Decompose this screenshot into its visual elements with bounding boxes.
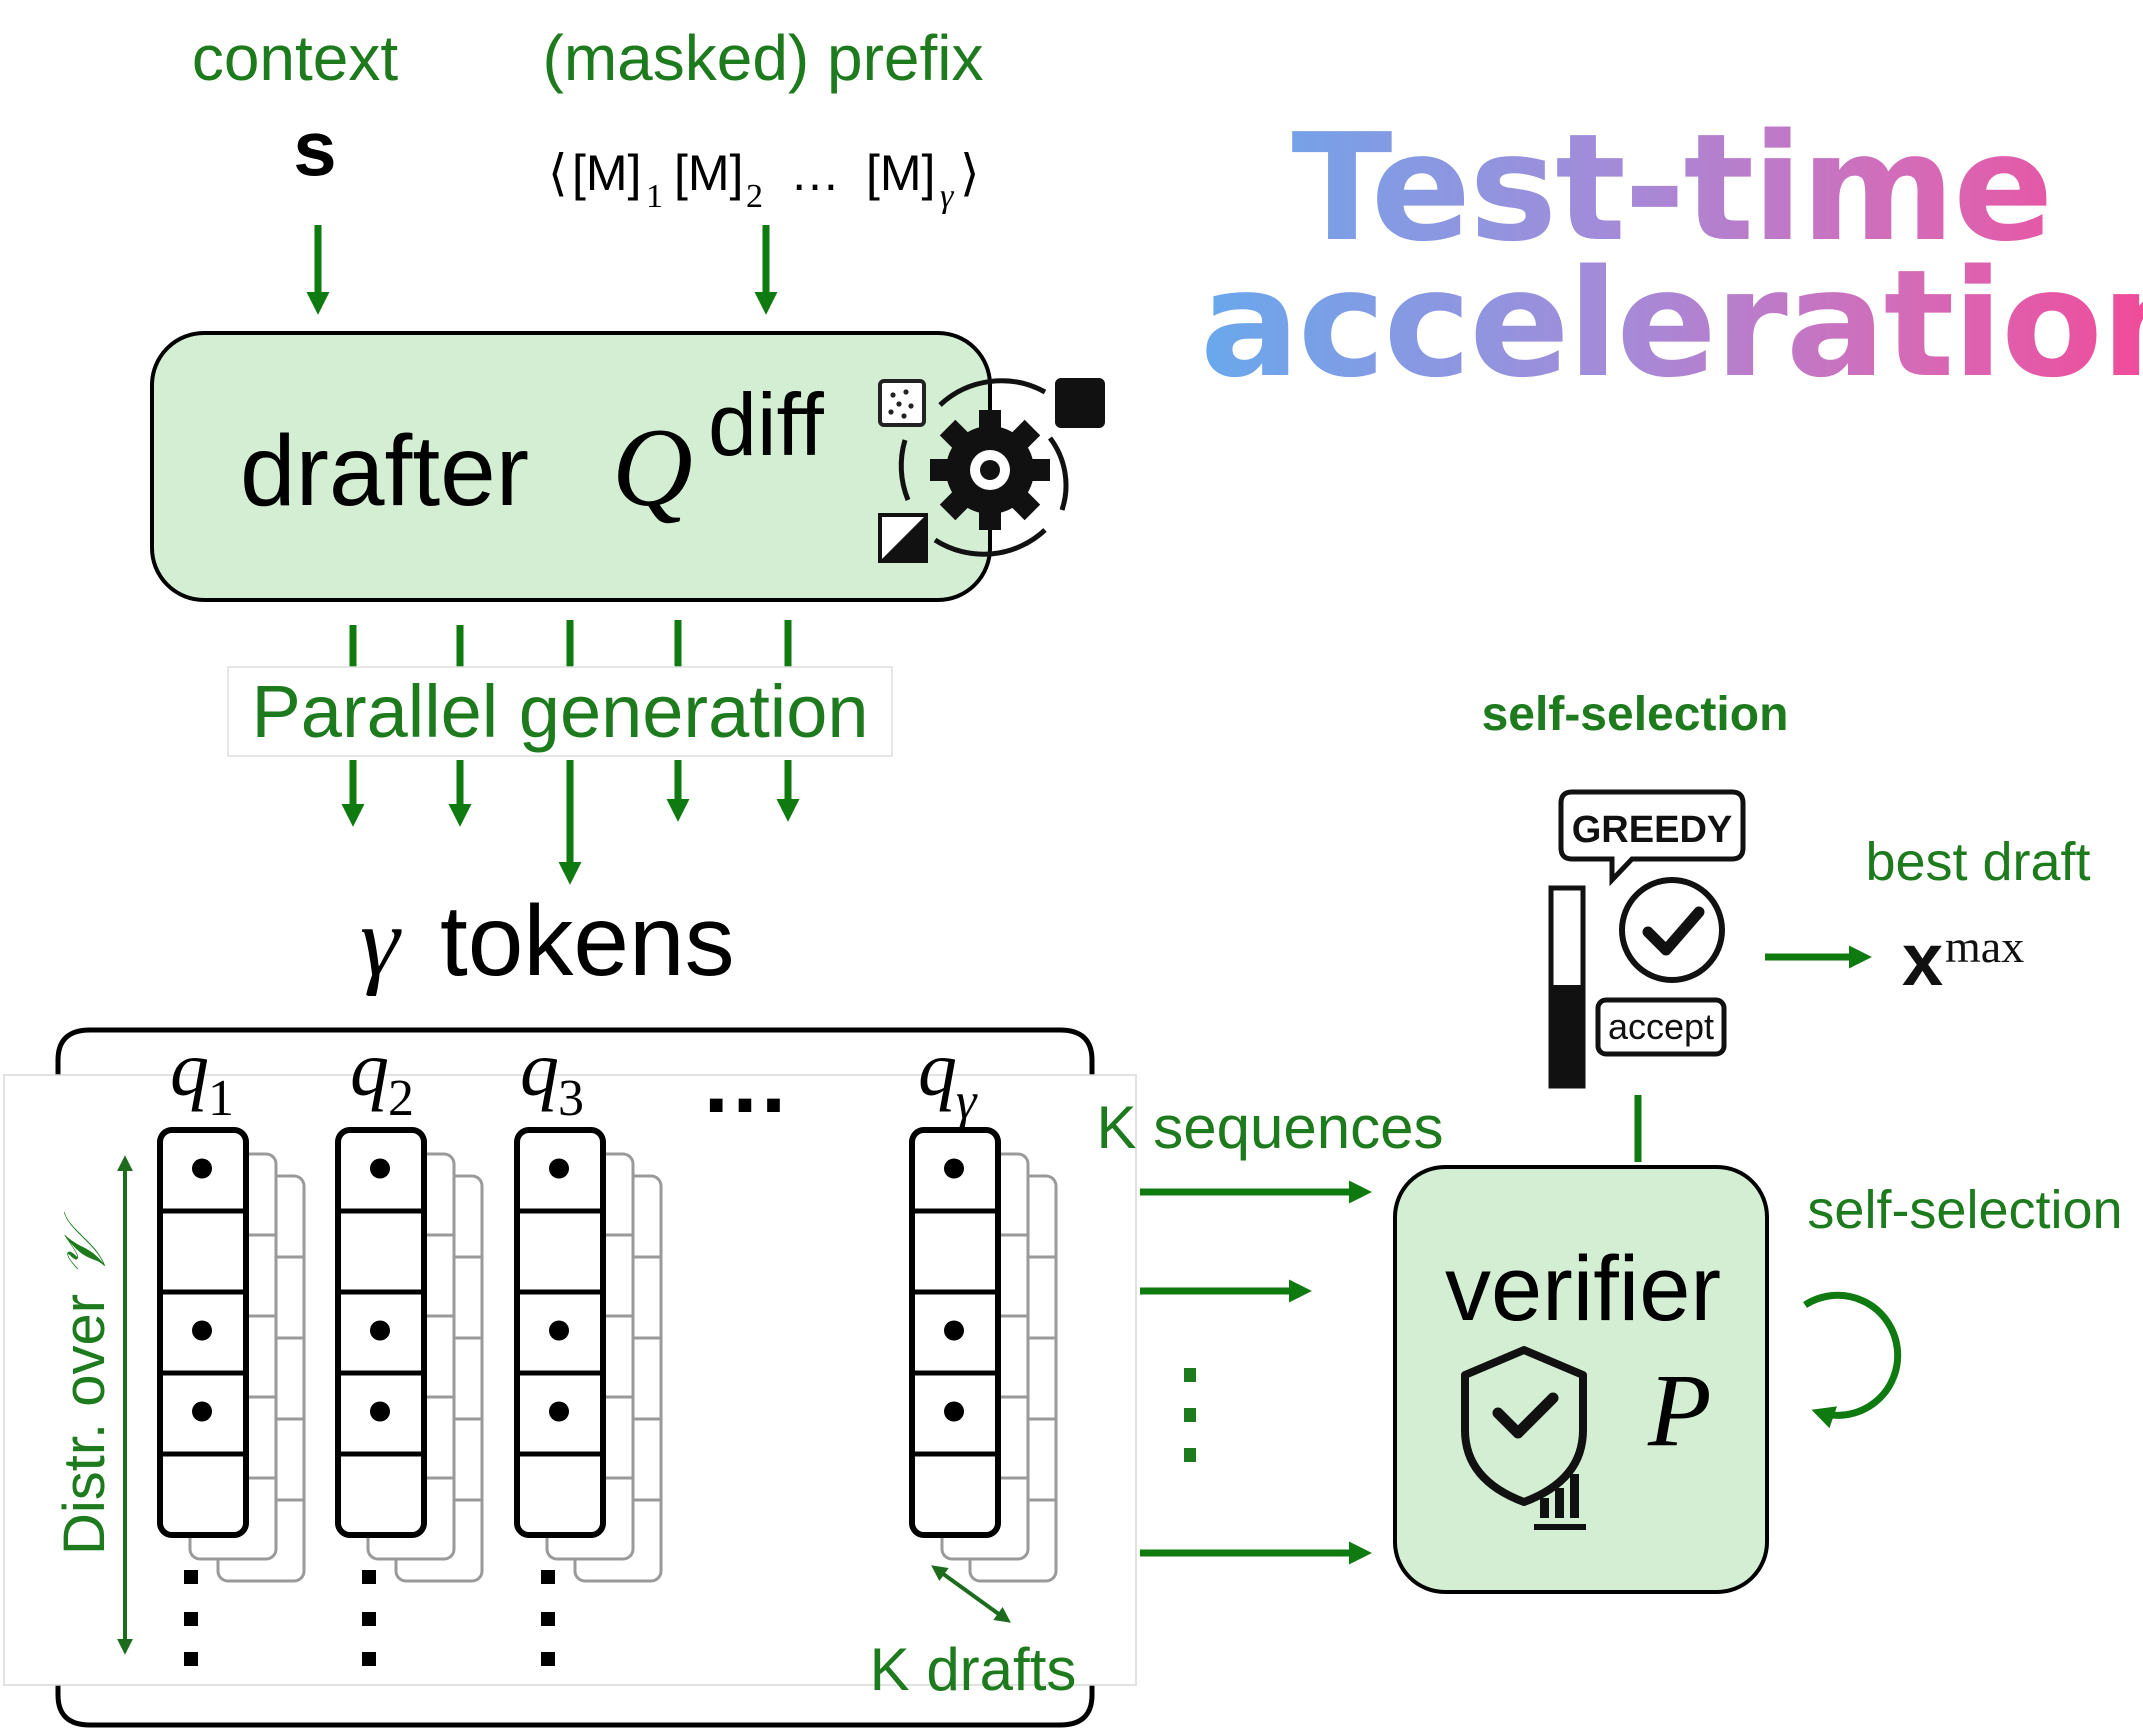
- greedy-label: GREEDY: [1572, 809, 1732, 851]
- bar-chart-icon: [1534, 1474, 1586, 1530]
- prefix-open-bracket: ⟨: [548, 145, 568, 201]
- q-label-1: q: [170, 1025, 209, 1112]
- accept-label: accept: [1608, 1006, 1714, 1047]
- drafter-superscript: diff: [708, 375, 824, 474]
- parallel-upper-lines: [349, 620, 792, 668]
- title: Test-time acceleration: [1200, 114, 2143, 411]
- token-columns: [157, 1127, 1058, 1666]
- prefix-close-bracket: ⟩: [960, 145, 980, 201]
- token-probability-dot: [944, 1158, 964, 1179]
- mask-sub-gamma: γ: [940, 178, 955, 215]
- verifier-label: verifier: [1445, 1238, 1721, 1340]
- distribution-axis-label: Distr. over 𝒱: [52, 1212, 117, 1555]
- gear-icon: [930, 410, 1050, 530]
- mask-sub-1: 1: [646, 178, 663, 215]
- parallel-lower-arrows: [341, 760, 800, 885]
- self-selection-loop-arrow: [1803, 1291, 1902, 1429]
- token-bracket-bottom: [55, 1680, 1095, 1728]
- greedy-speech-bubble: [1558, 789, 1746, 887]
- check-circle-icon: [1619, 877, 1725, 983]
- token-bracket-top: [55, 1027, 1095, 1075]
- q-ellipsis: …: [700, 1032, 790, 1132]
- shield-check-icon: [1461, 1346, 1587, 1506]
- k-sequences-vertical-dots: [1184, 1368, 1196, 1462]
- solid-square-icon: [1055, 378, 1105, 428]
- token-probability-dot: [944, 1320, 964, 1341]
- token-probability-dot: [549, 1320, 569, 1341]
- token-column: [514, 1127, 663, 1666]
- self-selection-loop-label: self-selection: [1807, 1180, 2122, 1240]
- title-line-2: acceleration: [1200, 238, 2143, 411]
- vertical-ellipsis-dot: [362, 1612, 376, 1626]
- masked-prefix-formula: ⟨ [M] 1 [M] 2 … [M] γ ⟩: [548, 145, 980, 215]
- token-column: [157, 1127, 306, 1666]
- token-probability-dot: [549, 1158, 569, 1179]
- distribution-axis-prefix: Distr. over: [52, 1278, 117, 1555]
- drafter-label: drafter: [240, 415, 529, 527]
- token-probability-dot: [944, 1401, 964, 1422]
- mask-token-2: [M]: [674, 145, 743, 201]
- token-column: [909, 1127, 1058, 1583]
- token-probability-dot: [192, 1320, 212, 1341]
- cycle-arc-bottom: [933, 528, 1047, 557]
- token-probability-dot: [549, 1401, 569, 1422]
- drafter-symbol: Q: [612, 406, 693, 530]
- q-label-2: q: [350, 1025, 389, 1112]
- cycle-arc-top: [938, 378, 1047, 407]
- k-sequences-arrows: [1140, 1180, 1372, 1565]
- vertical-ellipsis-dot: [541, 1652, 555, 1666]
- token-probability-dot: [192, 1158, 212, 1179]
- dice-square-icon: [878, 379, 926, 427]
- self-selection-top-label: self-selection: [1482, 688, 1789, 741]
- context-symbol: s: [293, 104, 336, 192]
- cycle-arc-left: [898, 439, 911, 501]
- vertical-ellipsis-dot: [184, 1652, 198, 1666]
- mask-token-gamma: [M]: [866, 145, 935, 201]
- accept-badge: [1595, 997, 1727, 1057]
- vertical-ellipsis-dot: [541, 1570, 555, 1584]
- gear-cycle-icon: [878, 378, 1105, 563]
- mask-token-1: [M]: [572, 145, 641, 201]
- prefix-ellipsis: …: [790, 145, 840, 201]
- verifier-symbol: P: [1647, 1353, 1712, 1468]
- k-drafts-label: K drafts: [870, 1636, 1077, 1703]
- token-probability-dot: [370, 1158, 390, 1179]
- parallel-generation-label: Parallel generation: [251, 670, 868, 753]
- mask-sub-2: 2: [746, 178, 763, 215]
- vertical-ellipsis-dot: [362, 1570, 376, 1584]
- greedy-selector-icon: GREEDY accept: [1548, 789, 1746, 1089]
- q-sub-3: 3: [558, 1070, 584, 1127]
- cycle-arc-right: [1047, 436, 1069, 511]
- token-probability-dot: [370, 1401, 390, 1422]
- vertical-ellipsis-dot: [362, 1652, 376, 1666]
- best-draft-label: best draft: [1865, 832, 2090, 892]
- q-sub-1: 1: [208, 1070, 234, 1127]
- vertical-ellipsis-dot: [541, 1612, 555, 1626]
- q-sub-2: 2: [388, 1070, 414, 1127]
- token-probability-dot: [192, 1401, 212, 1422]
- context-label: context: [192, 22, 399, 94]
- token-column: [335, 1127, 484, 1666]
- q-label-3: q: [520, 1025, 559, 1112]
- title-line-1: Test-time: [1200, 114, 2143, 262]
- token-probability-dot: [370, 1320, 390, 1341]
- k-sequences-label: K sequences: [1097, 1094, 1444, 1161]
- level-meter-fill: [1551, 985, 1583, 1086]
- x-max-superscript: max: [1945, 921, 2024, 972]
- vertical-ellipsis-dot: [184, 1612, 198, 1626]
- q-label-gamma: q: [918, 1025, 957, 1112]
- parallel-generation-box: [227, 666, 893, 757]
- vertical-ellipsis-dot: [184, 1570, 198, 1584]
- k-drafts-double-arrow: [931, 1565, 1011, 1623]
- tokens-label: tokens: [440, 885, 735, 997]
- gamma-symbol: γ: [360, 886, 402, 997]
- q-sub-gamma: γ: [956, 1073, 978, 1130]
- prefix-label: (masked) prefix: [543, 22, 984, 94]
- x-max-symbol: x: [1902, 918, 1943, 1001]
- column-labels: q 1 q 2 q 3 … q γ: [170, 1025, 978, 1132]
